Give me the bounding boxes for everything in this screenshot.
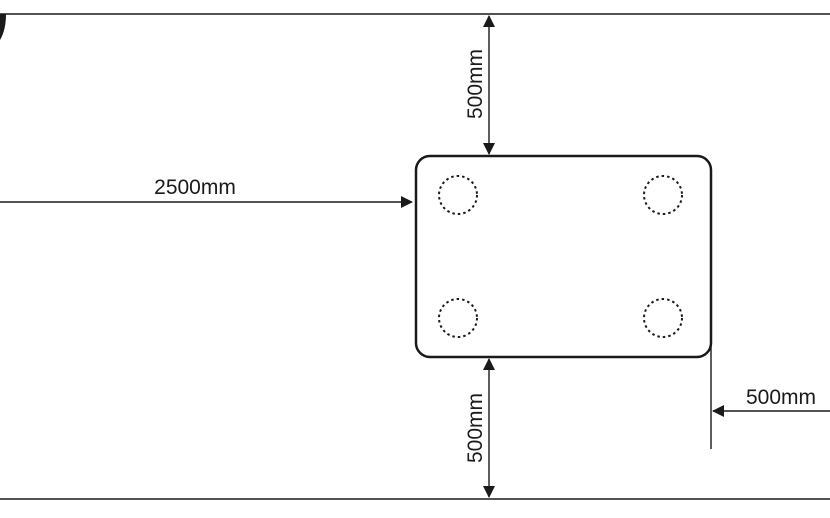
dotted-circle-icon — [643, 175, 683, 215]
corner-mark-icon — [0, 14, 6, 40]
top-clearance-label: 500mm — [464, 49, 487, 119]
bottom-clearance-label: 500mm — [464, 393, 487, 463]
mounting-holes — [438, 175, 683, 338]
left-clearance-label: 2500mm — [154, 176, 236, 199]
equipment-footprint — [414, 154, 713, 359]
right-clearance-label: 500mm — [746, 386, 816, 409]
dotted-circle-icon — [438, 175, 478, 215]
dotted-circle-icon — [438, 298, 478, 338]
dotted-circle-icon — [643, 298, 683, 338]
